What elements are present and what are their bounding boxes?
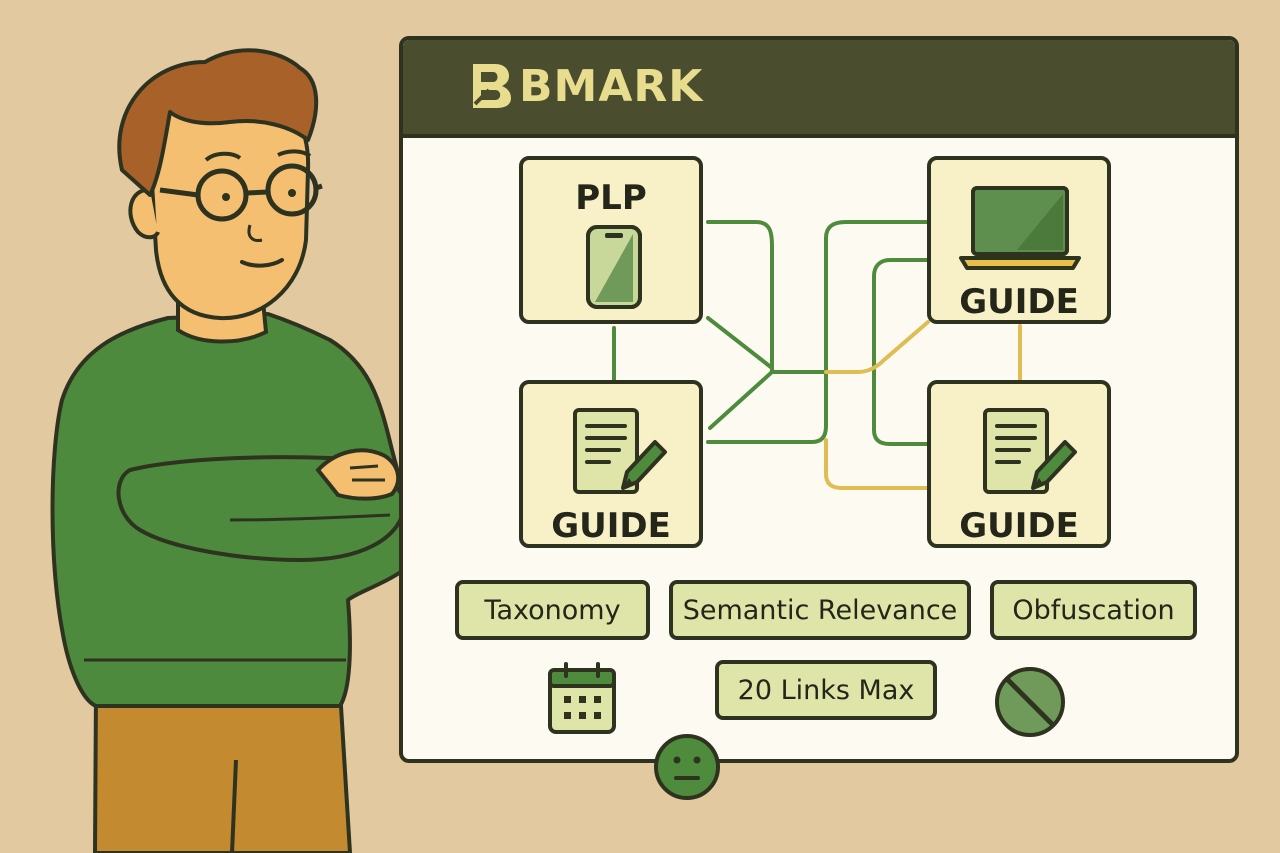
link-plp-to-center [706,220,774,374]
laptop-icon [959,186,1081,270]
calendar-icon [548,662,616,734]
node-plp-label: PLP [575,178,647,218]
neutral-face-icon [654,734,720,800]
link-hub-to-laptop [824,220,932,374]
link-laptop-to-guide-br [872,258,932,446]
node-guide-bottom-left[interactable]: GUIDE [519,380,703,548]
hand [315,448,401,501]
node-guide-laptop-label: GUIDE [959,282,1079,322]
link-guide-bl-to-hub [706,370,828,444]
document-edit-icon [983,408,1077,494]
node-guide-bottom-left-label: GUIDE [551,506,671,546]
tag-obfuscation[interactable]: Obfuscation [990,580,1197,640]
glasses-icon [159,163,323,222]
prohibited-icon [995,667,1065,737]
hair [117,48,319,197]
document-edit-icon [573,408,667,494]
link-center-to-guide-bl [708,370,774,430]
b-logo-icon [473,64,511,108]
link-plp-diagonal [706,316,774,370]
tag-taxonomy[interactable]: Taxonomy [455,580,650,640]
brand-logo: BMARK [469,60,703,112]
link-yellow-guides [824,438,930,490]
board-header: BMARK [403,40,1235,138]
node-plp[interactable]: PLP [519,156,703,324]
node-guide-bottom-right[interactable]: GUIDE [927,380,1111,548]
tag-links-max[interactable]: 20 Links Max [715,660,937,720]
smartphone-icon [586,225,642,309]
node-guide-laptop[interactable]: GUIDE [927,156,1111,324]
node-guide-bottom-right-label: GUIDE [959,506,1079,546]
link-yellow-laptop [824,320,930,374]
tag-semantic-relevance[interactable]: Semantic Relevance [669,580,971,640]
brand-name: BMARK [519,60,704,112]
